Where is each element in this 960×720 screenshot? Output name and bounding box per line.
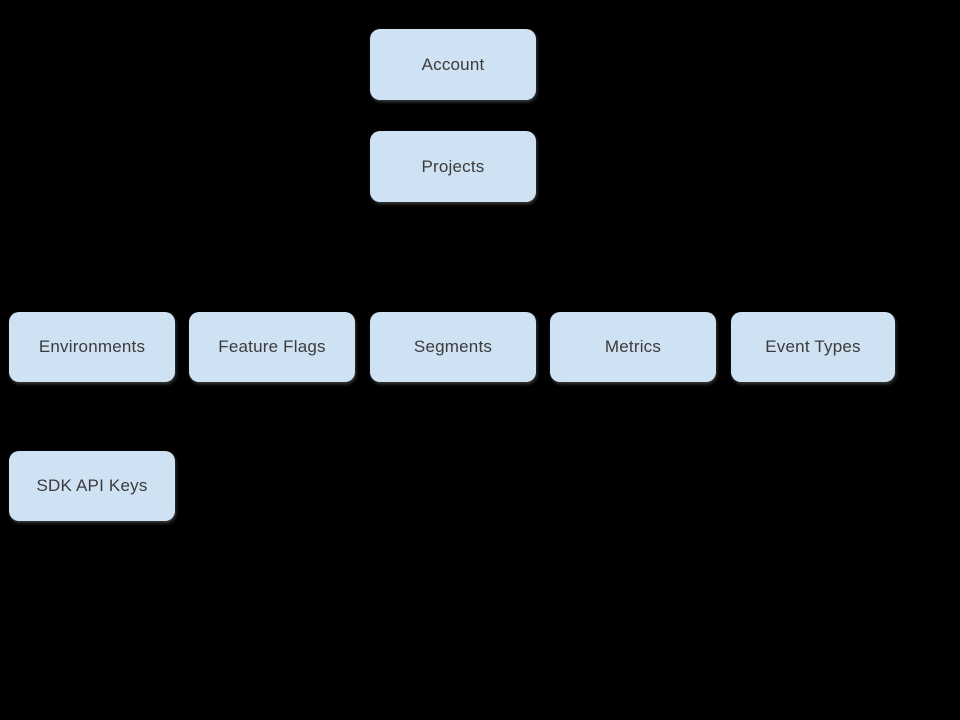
diagram-node-environments: Environments xyxy=(9,312,175,382)
node-label-projects: Projects xyxy=(421,156,485,176)
node-label-event-types: Event Types xyxy=(765,337,861,356)
diagram-node-event-types: Event Types xyxy=(731,312,895,382)
node-label-sdk-api-keys: SDK API Keys xyxy=(36,476,148,495)
node-label-segments: Segments xyxy=(413,337,493,356)
diagram-node-projects: Projects xyxy=(370,131,536,202)
node-label-environments: Environments xyxy=(38,337,146,356)
diagram-node-sdk-api-keys: SDK API Keys xyxy=(9,451,175,521)
node-label-feature-flags: Feature Flags xyxy=(218,337,326,356)
node-label-account: Account xyxy=(421,54,485,74)
diagram-node-account: Account xyxy=(370,29,536,100)
diagram-node-feature-flags: Feature Flags xyxy=(189,312,355,382)
diagram-node-metrics: Metrics xyxy=(550,312,716,382)
diagram-node-segments: Segments xyxy=(370,312,536,382)
node-label-metrics: Metrics xyxy=(604,337,662,356)
